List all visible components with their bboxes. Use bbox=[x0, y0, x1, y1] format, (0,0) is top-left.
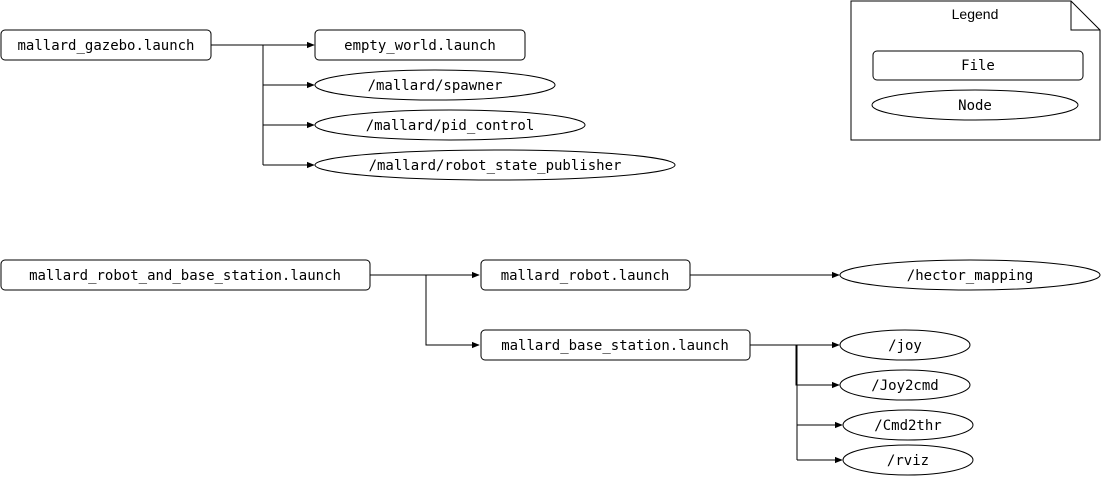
file-node-label: mallard_robot.launch bbox=[501, 268, 670, 284]
file-node-label: mallard_gazebo.launch bbox=[17, 38, 194, 54]
node-mallard-spawner[interactable]: /mallard/spawner bbox=[314, 69, 556, 101]
legend-file-label: File bbox=[961, 58, 995, 74]
node-label: /joy bbox=[888, 338, 922, 354]
file-node-label: mallard_robot_and_base_station.launch bbox=[29, 268, 341, 284]
node-joy[interactable]: /joy bbox=[839, 329, 971, 361]
node-label: /rviz bbox=[887, 453, 929, 469]
gazebo-launch-group: mallard_gazebo.launch empty_world.launch… bbox=[0, 29, 676, 181]
edge-root-to-base-station bbox=[425, 275, 480, 349]
legend-node-label: Node bbox=[958, 98, 992, 114]
node-label: /Joy2cmd bbox=[871, 378, 938, 394]
node-mallard-pid-control[interactable]: /mallard/pid_control bbox=[314, 109, 586, 141]
robot-base-launch-group: mallard_robot_and_base_station.launch ma… bbox=[0, 259, 1101, 476]
legend-file-sample: File bbox=[872, 50, 1084, 81]
legend: Legend File Node bbox=[850, 0, 1101, 141]
legend-title: Legend bbox=[952, 6, 999, 22]
edge-base-to-joy2cmd bbox=[795, 345, 840, 389]
node-cmd2thr[interactable]: /Cmd2thr bbox=[842, 409, 974, 441]
node-label: /mallard/spawner bbox=[368, 78, 503, 94]
node-joy2cmd[interactable]: /Joy2cmd bbox=[839, 369, 971, 401]
file-node-label: mallard_base_station.launch bbox=[501, 338, 729, 354]
legend-node-sample: Node bbox=[871, 89, 1079, 121]
node-hector-mapping[interactable]: /hector_mapping bbox=[839, 259, 1101, 291]
file-node-mallard-gazebo[interactable]: mallard_gazebo.launch bbox=[0, 29, 212, 61]
node-label: /mallard/pid_control bbox=[366, 118, 535, 134]
node-mallard-robot-state-publisher[interactable]: /mallard/robot_state_publisher bbox=[314, 149, 676, 181]
file-node-empty-world[interactable]: empty_world.launch bbox=[314, 29, 526, 61]
node-label: /mallard/robot_state_publisher bbox=[369, 158, 622, 174]
file-node-mallard-robot[interactable]: mallard_robot.launch bbox=[480, 259, 691, 291]
file-node-label: empty_world.launch bbox=[344, 38, 496, 54]
file-node-mallard-base-station[interactable]: mallard_base_station.launch bbox=[480, 329, 751, 361]
node-label: /hector_mapping bbox=[907, 268, 1033, 284]
node-rviz[interactable]: /rviz bbox=[842, 444, 974, 476]
node-label: /Cmd2thr bbox=[874, 418, 941, 434]
legend-folded-corner bbox=[1070, 1, 1100, 31]
file-node-mallard-robot-and-base-station[interactable]: mallard_robot_and_base_station.launch bbox=[0, 259, 371, 291]
